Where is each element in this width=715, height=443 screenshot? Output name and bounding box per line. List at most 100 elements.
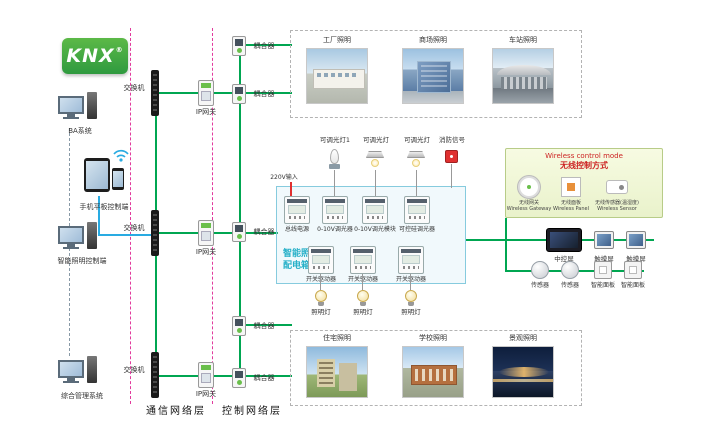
scene-photo-station bbox=[492, 48, 554, 104]
bottom-scenes-box bbox=[290, 330, 582, 406]
wireless-title-en: Wireless control mode bbox=[545, 152, 623, 160]
central-control-screen bbox=[546, 228, 582, 252]
panel-title-line2: 配电箱 bbox=[283, 261, 311, 272]
lamp-label-3: 照明灯 bbox=[401, 308, 421, 316]
scene-label-factory: 工厂照明 bbox=[323, 36, 351, 44]
coupler-label-3: 耦合器 bbox=[253, 228, 275, 236]
coupler-3 bbox=[232, 222, 246, 242]
coupler-label-2: 耦合器 bbox=[253, 90, 275, 98]
wireless-title-zh: 无线控制方式 bbox=[560, 161, 608, 170]
module-label-dimmer-module: 0-10V调光模块 bbox=[354, 226, 396, 233]
tower-icon bbox=[87, 356, 97, 383]
terminal-label-ba: BA系统 bbox=[68, 127, 92, 135]
scene-label-landscape: 景观照明 bbox=[509, 334, 537, 342]
ip-gateway-3 bbox=[198, 362, 214, 388]
wireless-panel-device bbox=[561, 177, 581, 197]
gateway-label-1: IP网关 bbox=[195, 108, 217, 116]
terminal-label-lighting: 智能照明控制端 bbox=[57, 257, 107, 265]
touch-screen-1 bbox=[594, 231, 614, 249]
wireless-panel-label: 无线面板 Wireless Panel bbox=[553, 200, 589, 212]
ip-gateway-2 bbox=[198, 220, 214, 246]
power-input-line bbox=[290, 182, 292, 196]
downlight-icon-2 bbox=[407, 151, 425, 158]
module-switch-actuator-2 bbox=[350, 246, 376, 274]
registered-mark-icon: ® bbox=[115, 46, 124, 54]
layer-divider-line-1 bbox=[130, 28, 131, 404]
coupler-label-1: 耦合器 bbox=[253, 42, 275, 50]
wireless-drop-line bbox=[505, 218, 507, 240]
module-label-actuator-3: 开关驱动器 bbox=[395, 276, 427, 283]
ethernet-line-vertical bbox=[98, 196, 100, 236]
module-label-dimmer-010v: 0-10V调光器 bbox=[317, 226, 353, 233]
load-wire-4 bbox=[451, 164, 452, 188]
power-input-label: 220V输入 bbox=[270, 174, 298, 181]
smart-panel-label-1: 智能面板 bbox=[590, 282, 616, 289]
module-label-bus-power: 总线电源 bbox=[284, 226, 310, 233]
module-scr-dimmer bbox=[404, 196, 430, 224]
lamp-label-1: 照明灯 bbox=[311, 308, 331, 316]
coupler-label-4: 耦合器 bbox=[253, 322, 275, 330]
ip-gateway-1 bbox=[198, 80, 214, 106]
switch-label-3: 交换机 bbox=[123, 366, 145, 374]
knx-backbone-line bbox=[239, 45, 241, 378]
lamp-wire-2 bbox=[362, 274, 363, 290]
load-wire-1 bbox=[334, 170, 335, 196]
coupler-stub-bottom-2 bbox=[246, 375, 292, 377]
lamp-bulb-icon-3 bbox=[405, 290, 417, 302]
coupler-stub-bottom-1 bbox=[246, 324, 292, 326]
load-wire-3 bbox=[416, 170, 417, 196]
dimmable-lamp-icon-1 bbox=[330, 149, 339, 164]
panel-title: 智能照明 配电箱 bbox=[283, 248, 319, 272]
switch-label-2: 交换机 bbox=[123, 224, 145, 232]
sensor-dome-2 bbox=[561, 261, 579, 279]
ethernet-switch-2 bbox=[151, 210, 159, 256]
scene-photo-school bbox=[402, 346, 464, 398]
coupler-4 bbox=[232, 316, 246, 336]
load-label-dimmable-1: 可调光灯1 bbox=[319, 136, 351, 144]
module-label-actuator-2: 开关驱动器 bbox=[347, 276, 379, 283]
smart-panel-1 bbox=[594, 261, 612, 279]
lamp-bulb-icon-1 bbox=[315, 290, 327, 302]
wifi-icon bbox=[113, 149, 129, 162]
lighting-control-computer-icon bbox=[58, 222, 97, 249]
bus-line-top-stub bbox=[246, 92, 292, 94]
coupler-5 bbox=[232, 368, 246, 388]
sensor-drop-line bbox=[505, 240, 507, 271]
central-screen-label: 中控屏 bbox=[554, 255, 574, 263]
terminal-label-mobile: 手机平板控制端 bbox=[79, 203, 129, 211]
lamp-label-2: 照明灯 bbox=[353, 308, 373, 316]
sensor-label-2: 传感器 bbox=[560, 282, 580, 289]
load-label-fire: 消防信号 bbox=[439, 136, 465, 144]
module-dimmer-010v bbox=[322, 196, 348, 224]
downlight-icon-1 bbox=[366, 151, 384, 158]
wireless-gateway-device bbox=[518, 176, 540, 198]
communication-layer-label: 通信网络层 bbox=[146, 406, 206, 417]
smart-panel-label-2: 智能面板 bbox=[620, 282, 646, 289]
lamp-wire-3 bbox=[410, 274, 411, 290]
coupler-label-5: 耦合器 bbox=[253, 374, 275, 382]
scene-photo-residential bbox=[306, 346, 368, 398]
module-label-scr-dimmer: 可控硅调光器 bbox=[398, 226, 436, 233]
top-scenes-box bbox=[290, 30, 582, 118]
load-wire-2 bbox=[375, 170, 376, 196]
scene-photo-mall bbox=[402, 48, 464, 104]
load-label-dimmable-2: 可调光灯 bbox=[363, 136, 389, 144]
mobile-tablet-group bbox=[84, 148, 136, 202]
scene-label-station: 车站照明 bbox=[509, 36, 537, 44]
tower-icon bbox=[87, 92, 97, 119]
lamp-wire-1 bbox=[320, 274, 321, 290]
scene-label-mall: 商场照明 bbox=[419, 36, 447, 44]
wireless-sensor-label: 无线传感器(温湿度) Wireless Sensor bbox=[595, 200, 639, 212]
module-dimmer-module bbox=[362, 196, 388, 224]
panel-title-line1: 智能照明 bbox=[283, 249, 320, 259]
wireless-sensor-device bbox=[606, 180, 628, 194]
management-computer-icon bbox=[58, 356, 97, 383]
module-switch-actuator-1 bbox=[308, 246, 334, 274]
coupler-2 bbox=[232, 84, 246, 104]
ethernet-switch-3 bbox=[151, 352, 159, 398]
switch-label-1: 交换机 bbox=[123, 84, 145, 92]
touch-screen-label-1: 触摸屏 bbox=[594, 255, 614, 263]
lamp-bulb-icon-2 bbox=[357, 290, 369, 302]
sensor-dome-1 bbox=[531, 261, 549, 279]
